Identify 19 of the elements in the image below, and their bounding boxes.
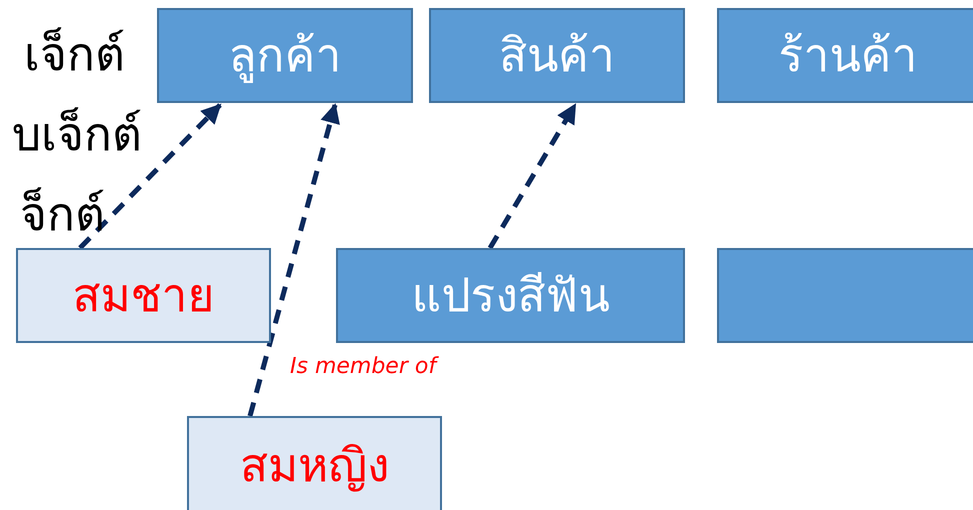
- box-label: แปรงสีฟัน: [412, 266, 610, 324]
- box-label: สมหญิง: [240, 437, 389, 494]
- dashed-arrow: [248, 103, 340, 417]
- heading-text: บเจ็กต์: [12, 106, 142, 163]
- box-label: สมชาย: [72, 266, 214, 324]
- class-box: [717, 8, 973, 103]
- dashed-arrow: [78, 103, 222, 250]
- instance-box: [187, 416, 442, 510]
- class-box: [429, 8, 685, 103]
- dashed-arrow: [488, 103, 578, 250]
- heading-text: จ็กต์: [20, 186, 105, 243]
- instance-box: [16, 248, 271, 343]
- box-label: ลูกค้า: [228, 26, 342, 84]
- box-label: ร้านค้า: [778, 26, 918, 84]
- class-box: [336, 248, 685, 343]
- class-box: [157, 8, 413, 103]
- box-label: สินค้า: [499, 26, 615, 84]
- class-box: [717, 248, 973, 343]
- heading-text: เจ็กต์: [24, 26, 125, 83]
